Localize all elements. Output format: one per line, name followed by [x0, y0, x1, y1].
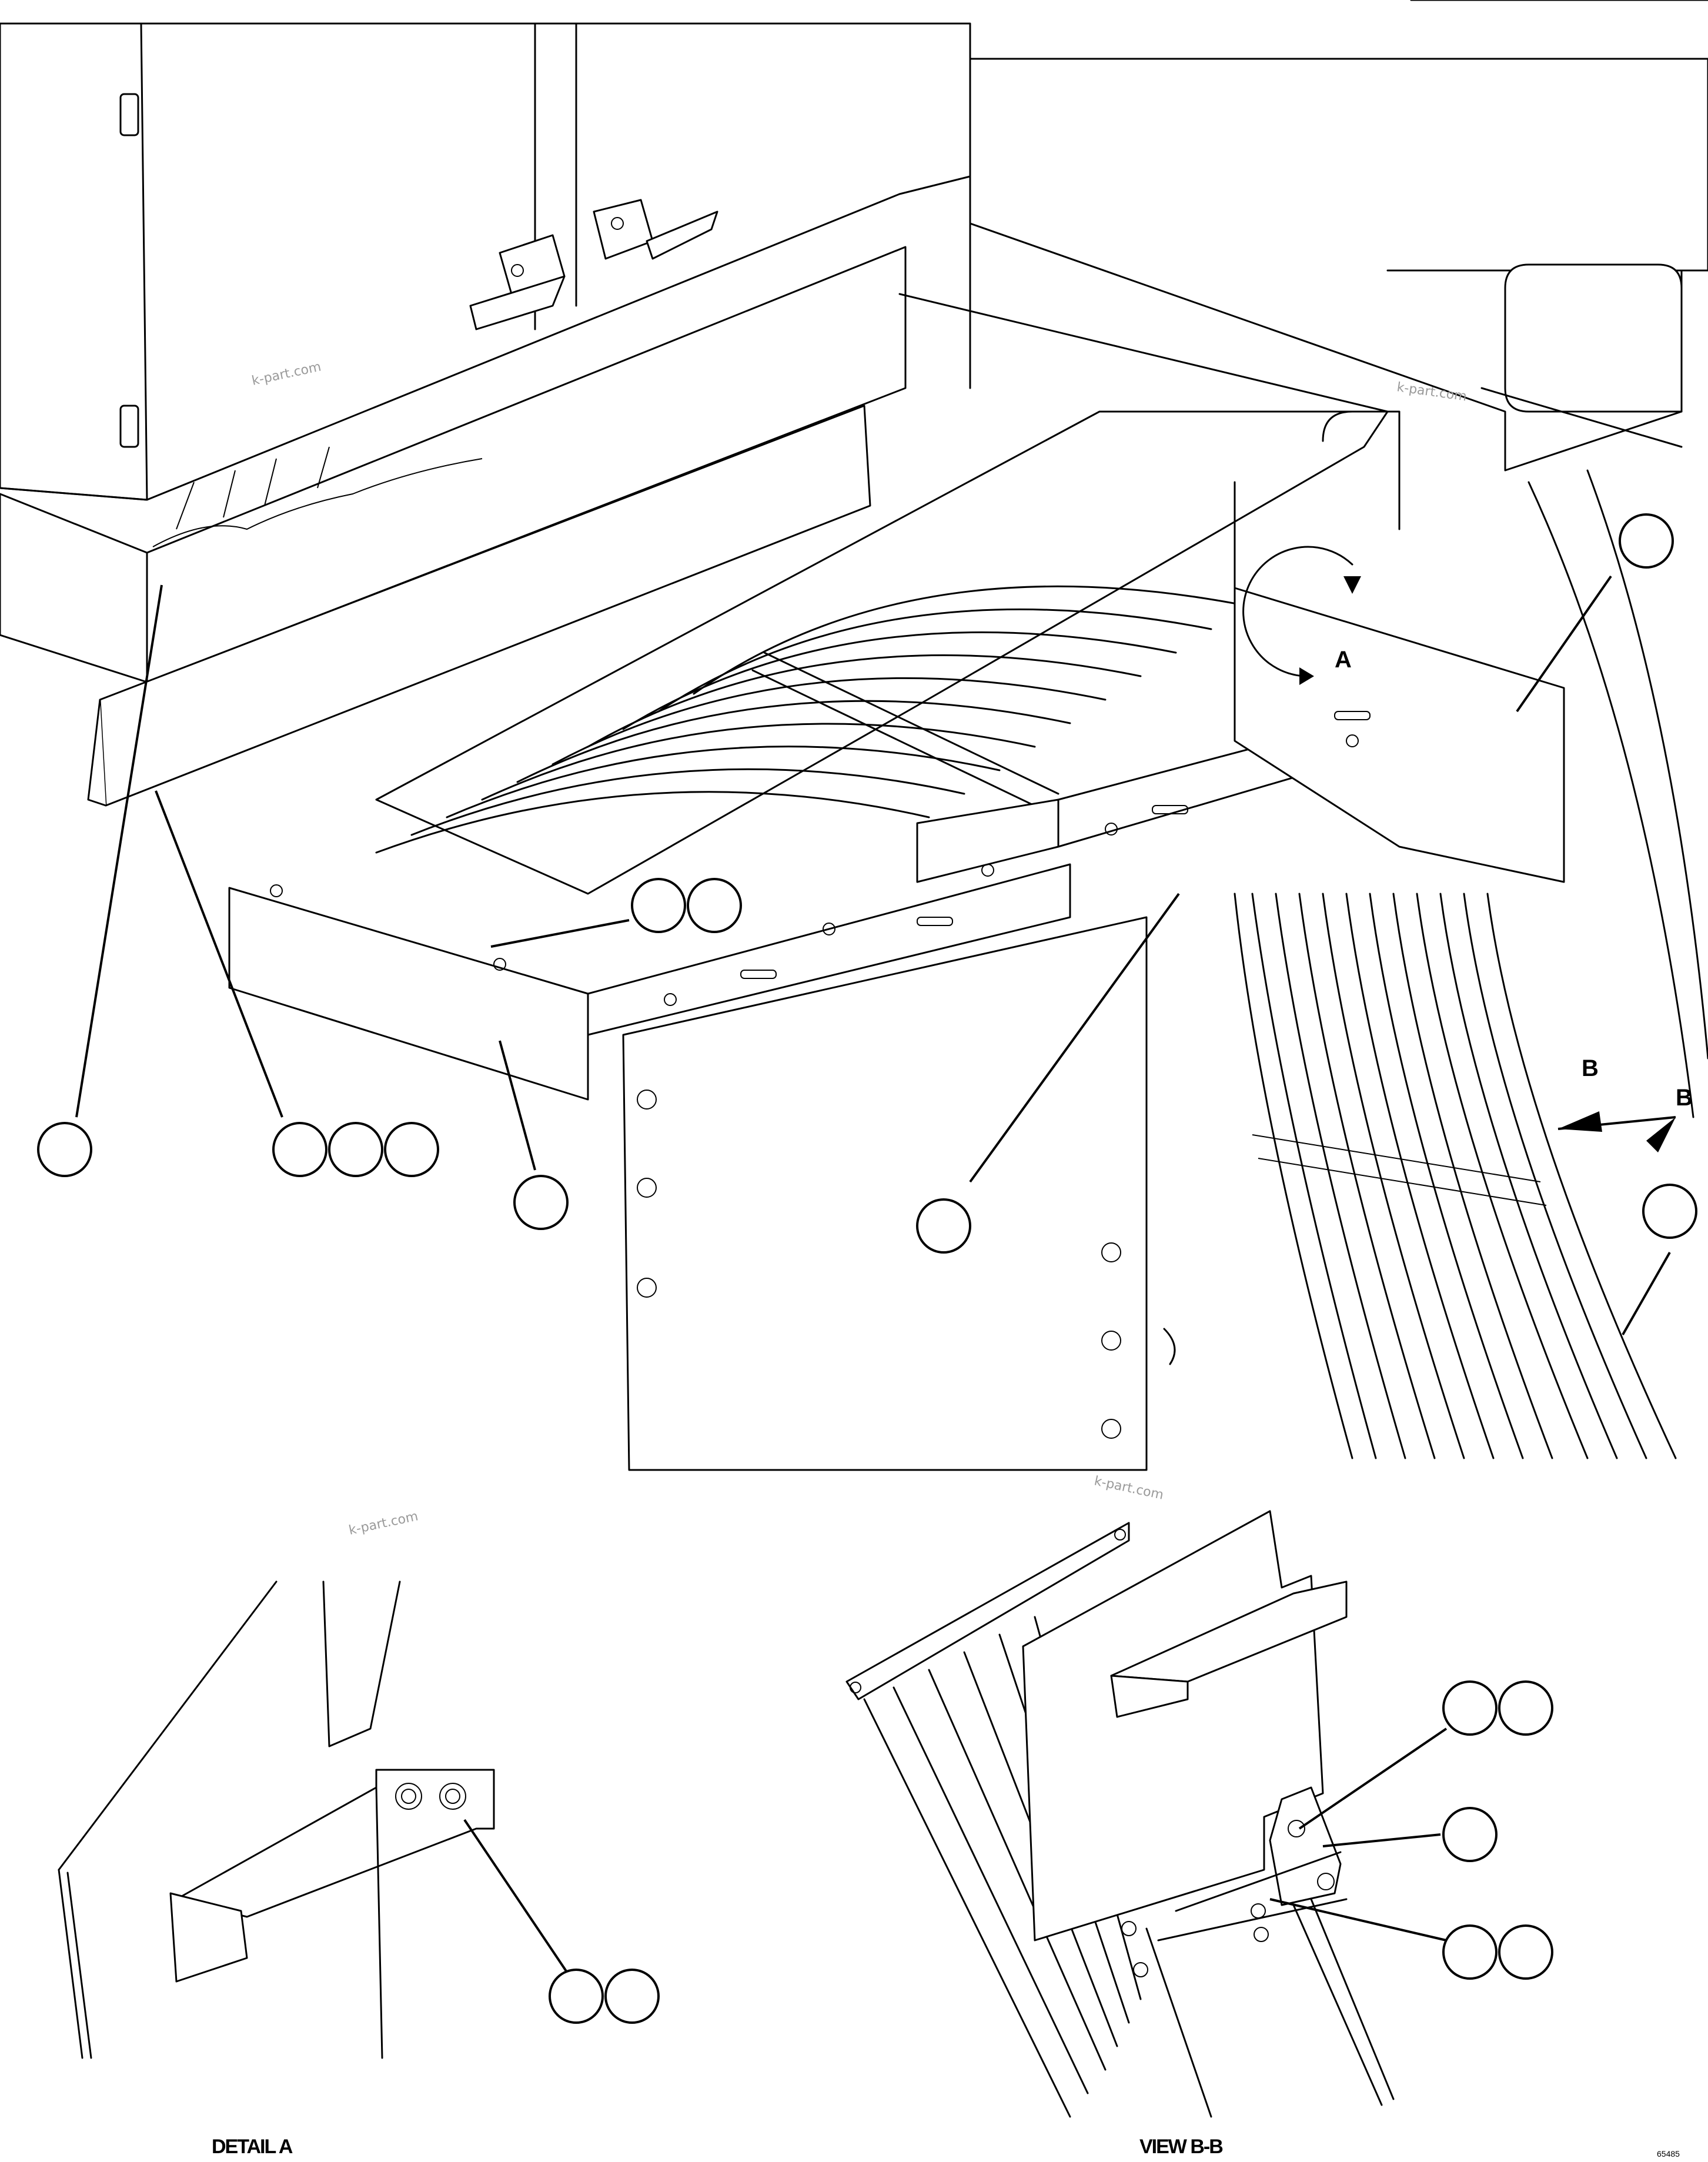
cabinet-base: [0, 246, 907, 807]
callout-balloon: [1498, 1680, 1553, 1736]
view-bb-caption: VIEW B-B: [1139, 2136, 1223, 2158]
detail-a-marker: A: [1335, 647, 1352, 673]
figure-number: 65485: [1657, 2149, 1680, 2158]
main-balloons: [37, 513, 1697, 1254]
section-b-marker-1: B: [1582, 1055, 1599, 1081]
callout-balloon: [1642, 1184, 1697, 1239]
front-hose-channel: [228, 863, 1071, 1101]
callout-balloon: [384, 1122, 439, 1177]
detail-a-view: [58, 1580, 660, 2059]
hose-clamp-bracket: [916, 587, 1565, 883]
view-markers: A B B: [1242, 546, 1693, 1152]
callout-balloon: [37, 1122, 92, 1177]
section-b-marker-2: B: [1676, 1085, 1693, 1111]
callout-balloon: [513, 1175, 569, 1230]
main-leaders: [75, 575, 1671, 1335]
callout-balloon: [1442, 1680, 1498, 1736]
main-view: A B B: [0, 0, 1708, 1471]
support-plate: [622, 916, 1176, 1471]
callout-balloon: [549, 1969, 604, 2024]
vertical-hoses: [1234, 893, 1677, 1459]
callout-balloon: [604, 1969, 660, 2024]
detail-a-caption: DETAIL A: [212, 2136, 293, 2158]
frame-ducting: [969, 0, 1708, 1118]
callout-balloon: [687, 878, 742, 933]
callout-balloon: [1619, 513, 1674, 569]
hose-bundle: [375, 585, 1248, 854]
callout-balloon: [1498, 1924, 1553, 1980]
view-bb: [845, 1510, 1553, 2118]
callout-balloon: [1442, 1924, 1498, 1980]
watermark: k-part.com: [1093, 1473, 1165, 1502]
watermark: k-part.com: [347, 1509, 419, 1538]
callout-balloon: [1442, 1807, 1498, 1862]
callout-balloon: [631, 878, 686, 933]
hose-tray-deck: [375, 175, 1389, 895]
callout-balloon: [916, 1198, 971, 1254]
callout-balloon: [272, 1122, 327, 1177]
callout-balloon: [328, 1122, 383, 1177]
electrical-cabinet: [0, 22, 971, 501]
